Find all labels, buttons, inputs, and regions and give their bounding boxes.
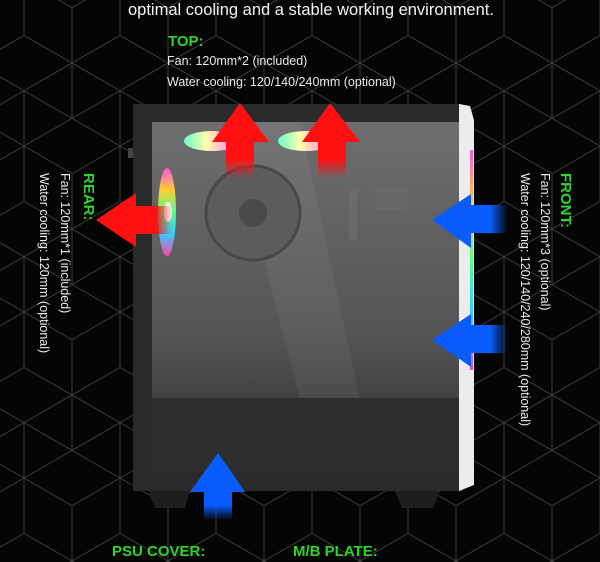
- top-fan-spec: Fan: 120mm*2 (included): [167, 54, 308, 68]
- front-intake-arrow-lower: [432, 314, 508, 367]
- mb-plate-label: M/B PLATE:: [293, 543, 378, 560]
- top-exhaust-arrow-right: [302, 103, 360, 178]
- bottom-intake-arrow: [190, 453, 245, 520]
- front-intake-arrow-upper: [432, 194, 508, 248]
- intro-text: optimal cooling and a stable working env…: [128, 1, 494, 19]
- psu-cover-label: PSU COVER:: [112, 543, 206, 560]
- top-exhaust-arrow-left: [212, 103, 269, 178]
- rear-exhaust-arrow: [96, 193, 172, 247]
- top-label: TOP:: [168, 33, 204, 50]
- top-water-spec: Water cooling: 120/140/240mm (optional): [167, 75, 396, 89]
